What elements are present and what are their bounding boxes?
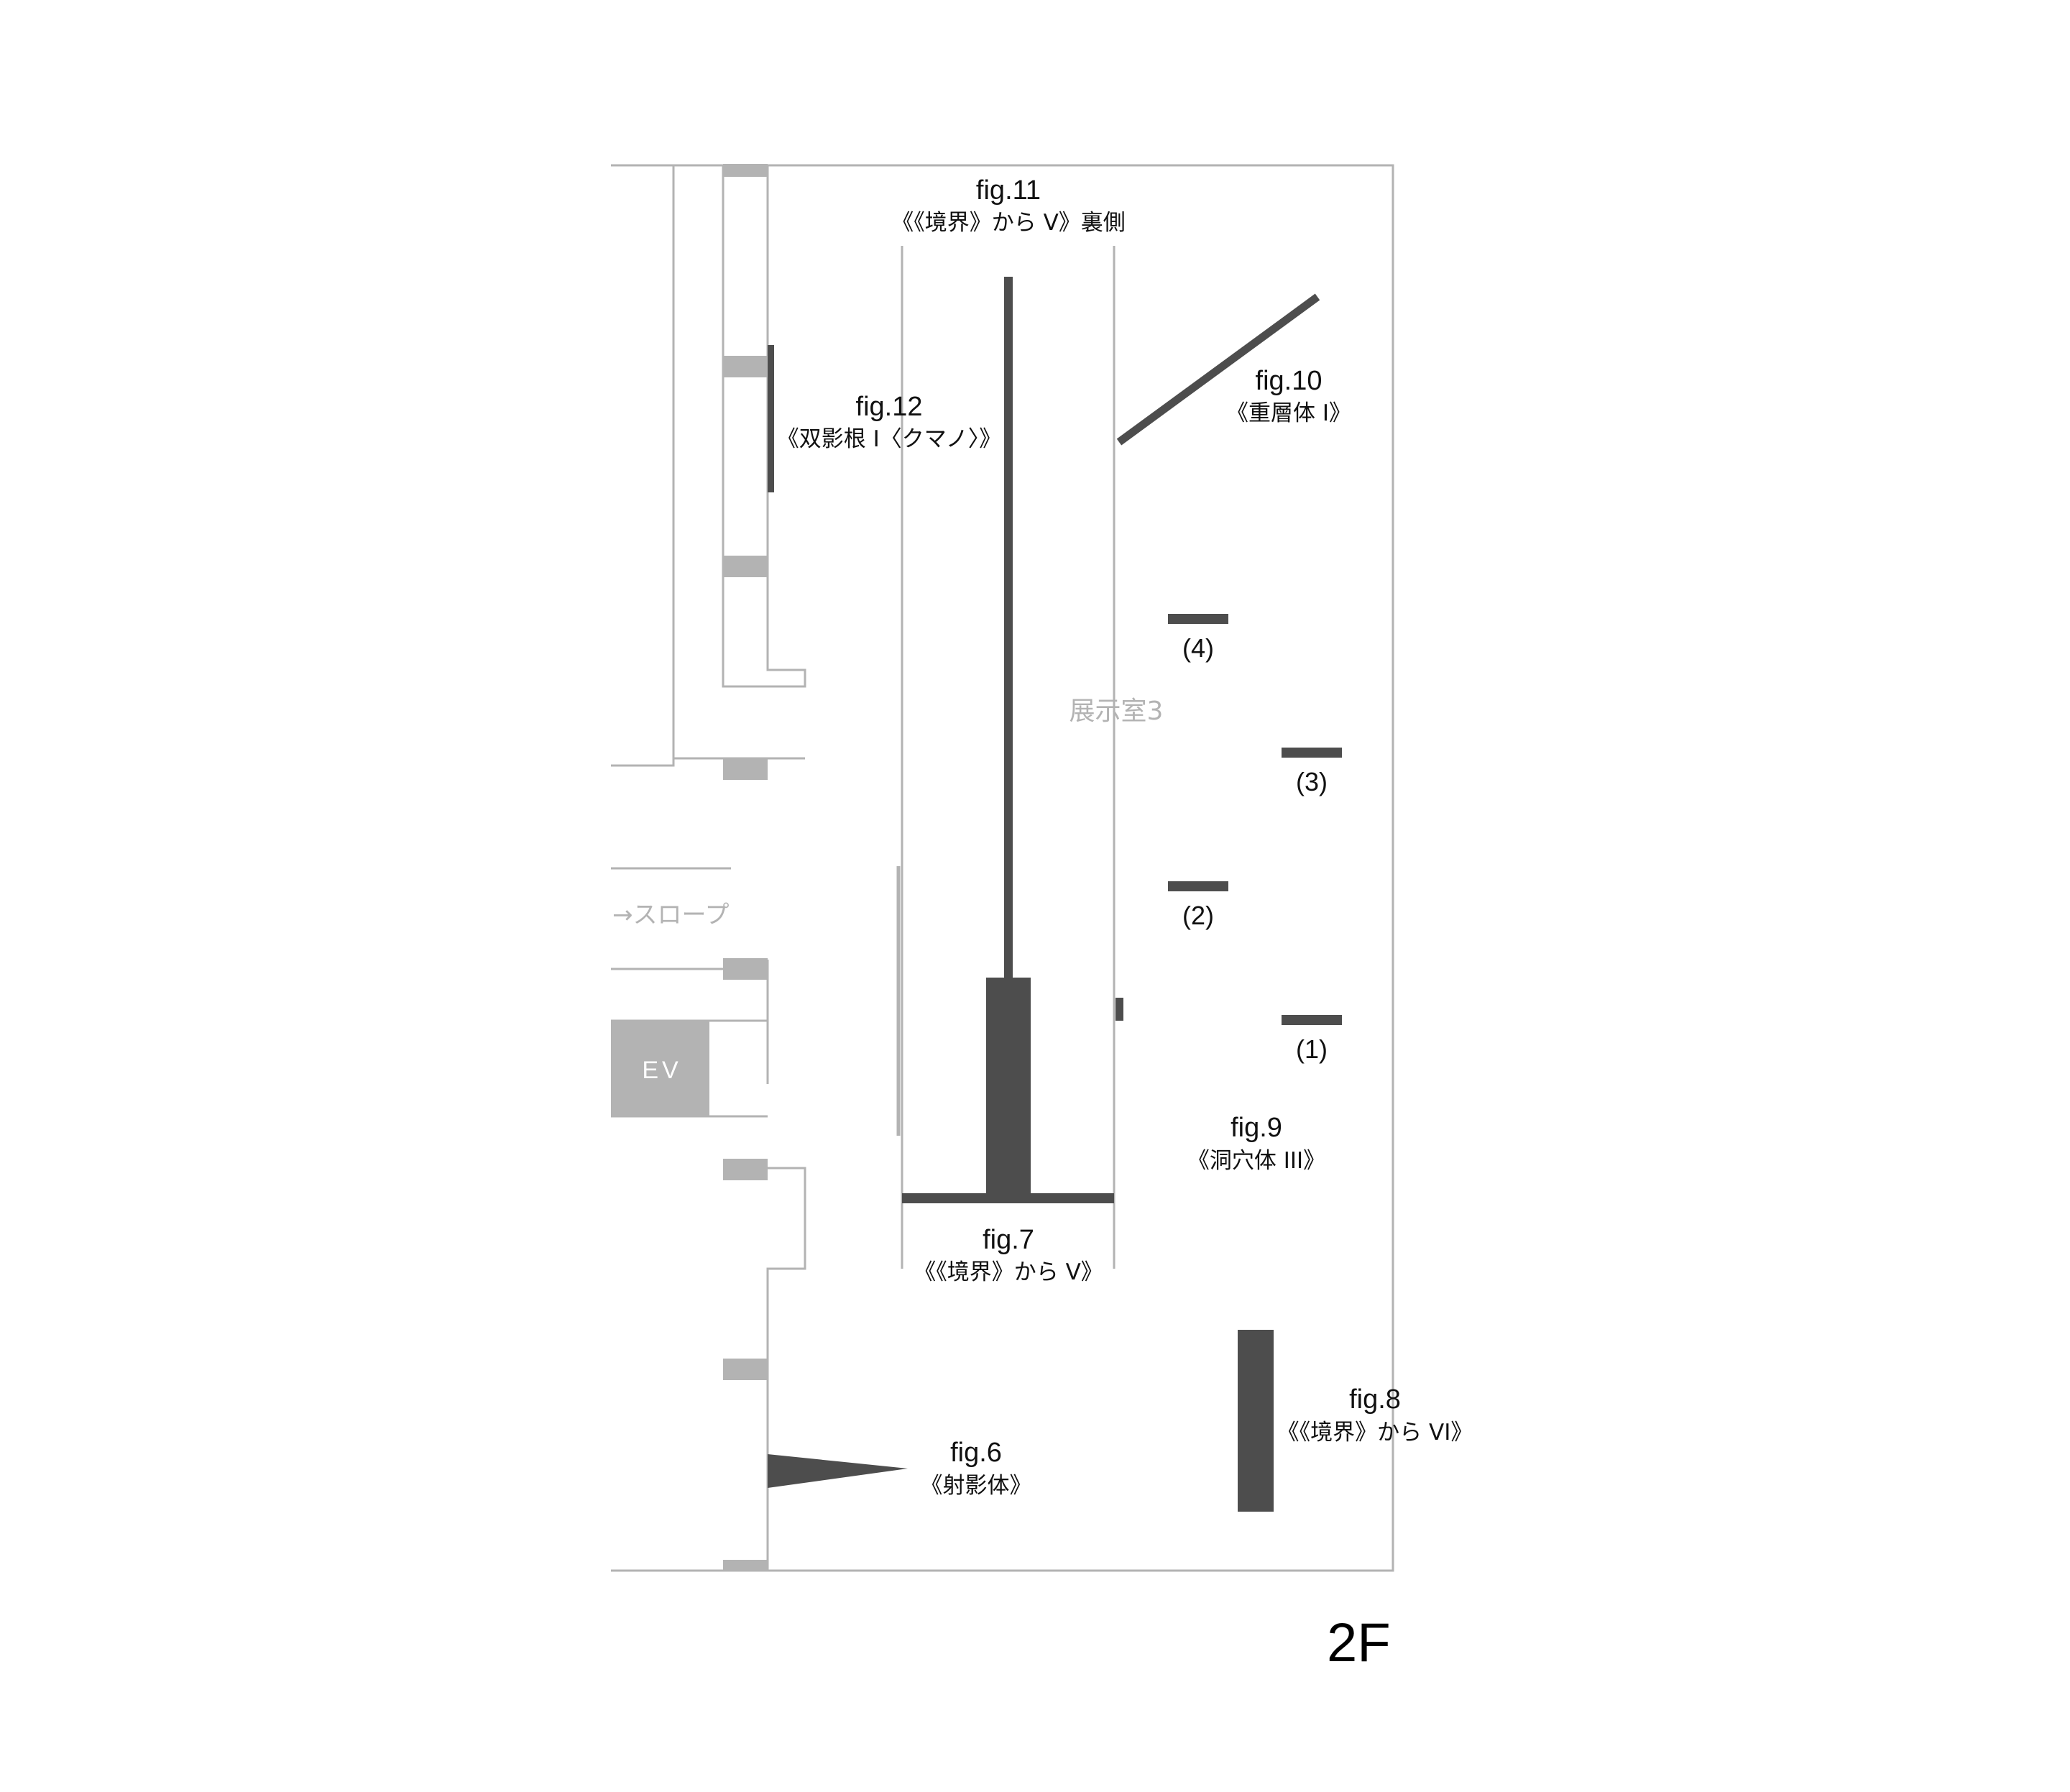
artwork-fig10 [1116,293,1320,446]
fig9-title: 《洞穴体 III》 [1187,1148,1326,1174]
fig7-title: 《《境界》から V》 [914,1259,1103,1285]
fig12-title: 《双影根 I〈クマノ〉》 [776,426,1002,452]
fig11-label: fig.11 [975,175,1041,206]
part-4-label: (4) [1182,633,1214,663]
artwork-part-2 [1168,881,1228,891]
pillar [723,1359,768,1380]
artwork-fig7-block [986,978,1031,1199]
artwork-fig6 [768,1454,908,1488]
fig6-title: 《射影体》 [920,1473,1032,1499]
pillar [723,556,768,577]
pillar [723,758,768,780]
artwork-fig11-pole [1004,277,1013,978]
fig12-label: fig.12 [855,392,923,422]
elevator-label: EV [642,1057,682,1084]
elevator-box [611,1021,709,1116]
fig8-title: 《《境界》から VI》 [1276,1420,1473,1446]
fig10-label: fig.10 [1255,366,1322,396]
inner-wall-upper [722,165,806,688]
part-2-label: (2) [1182,901,1214,930]
outer-wall [611,164,1394,1572]
artwork-fig8 [1238,1330,1274,1512]
pillar [723,356,768,377]
artwork-fig12 [768,345,774,492]
part-3-label: (3) [1296,767,1328,796]
pillar [723,164,768,177]
pillar [723,1560,768,1571]
pillars [611,164,768,1571]
fig7-label: fig.7 [983,1225,1034,1255]
corridor-wall-left [611,165,675,767]
artwork-part-1 [1282,1015,1342,1025]
fig9-label: fig.9 [1230,1113,1282,1143]
fig8-label: fig.8 [1349,1384,1401,1415]
room-label: 展示室3 [1069,697,1164,726]
pillar [723,1159,768,1180]
artwork-fig9-small [1116,998,1123,1021]
fig11-title: 《《境界》から V》裏側 [891,210,1126,236]
floor-label: 2F [1327,1612,1391,1673]
part-1-label: (1) [1296,1034,1328,1064]
artwork-part-3 [1282,748,1342,758]
fig10-title: 《重層体 I》 [1226,400,1351,426]
inner-wall-lower [766,1167,806,1571]
artwork-part-4 [1168,614,1228,624]
artworks [768,277,1342,1512]
fig6-label: fig.6 [950,1438,1002,1468]
artwork-fig7-base [902,1193,1114,1203]
slope-label: →スロープ [612,901,730,929]
pillar [723,958,768,980]
